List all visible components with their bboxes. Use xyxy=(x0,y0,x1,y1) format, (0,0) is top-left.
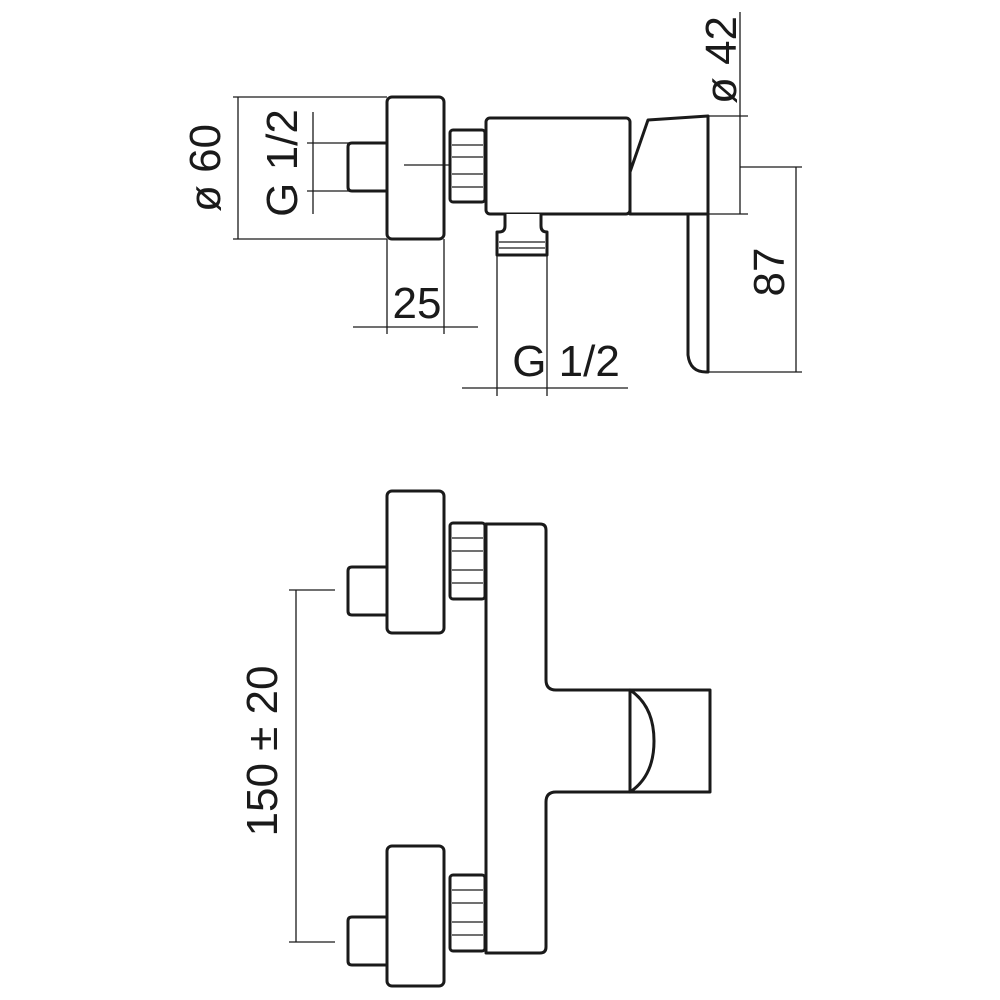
dim-body-diameter-label: ø 42 xyxy=(697,16,746,104)
front-upper-connection xyxy=(346,489,487,635)
dim-outer-diameter: ø 60 xyxy=(181,96,387,240)
side-inlet-stub xyxy=(346,141,389,193)
front-body xyxy=(484,522,712,955)
side-outlet-fitting xyxy=(495,212,549,257)
side-flange xyxy=(385,95,446,241)
dim-outlet-thread: G 1/2 xyxy=(462,255,628,396)
front-lower-connection xyxy=(346,844,487,988)
dim-outer-diameter-label: ø 60 xyxy=(181,124,230,212)
dim-inlet-thread-label: G 1/2 xyxy=(258,109,307,217)
side-body xyxy=(484,116,632,216)
dim-outlet-thread-label: G 1/2 xyxy=(512,337,620,386)
dim-inlet-spacing-label: 150 ± 20 xyxy=(238,666,287,837)
dim-body-diameter: ø 42 xyxy=(697,12,748,215)
dim-eccentric-depth-label: 25 xyxy=(393,279,442,328)
dim-inlet-thread: G 1/2 xyxy=(258,109,352,217)
side-lever-blade xyxy=(686,212,710,374)
side-view: ø 60 G 1/2 25 G 1/2 ø 42 xyxy=(181,12,802,396)
side-hex-nut xyxy=(448,128,487,204)
front-view: 150 ± 20 xyxy=(238,489,712,988)
dim-height-label: 87 xyxy=(745,248,794,297)
side-lever xyxy=(628,114,710,216)
dim-eccentric-depth: 25 xyxy=(353,239,478,334)
dim-inlet-spacing: 150 ± 20 xyxy=(238,589,335,943)
dim-height: 87 xyxy=(708,166,802,373)
front-lever xyxy=(628,688,656,794)
